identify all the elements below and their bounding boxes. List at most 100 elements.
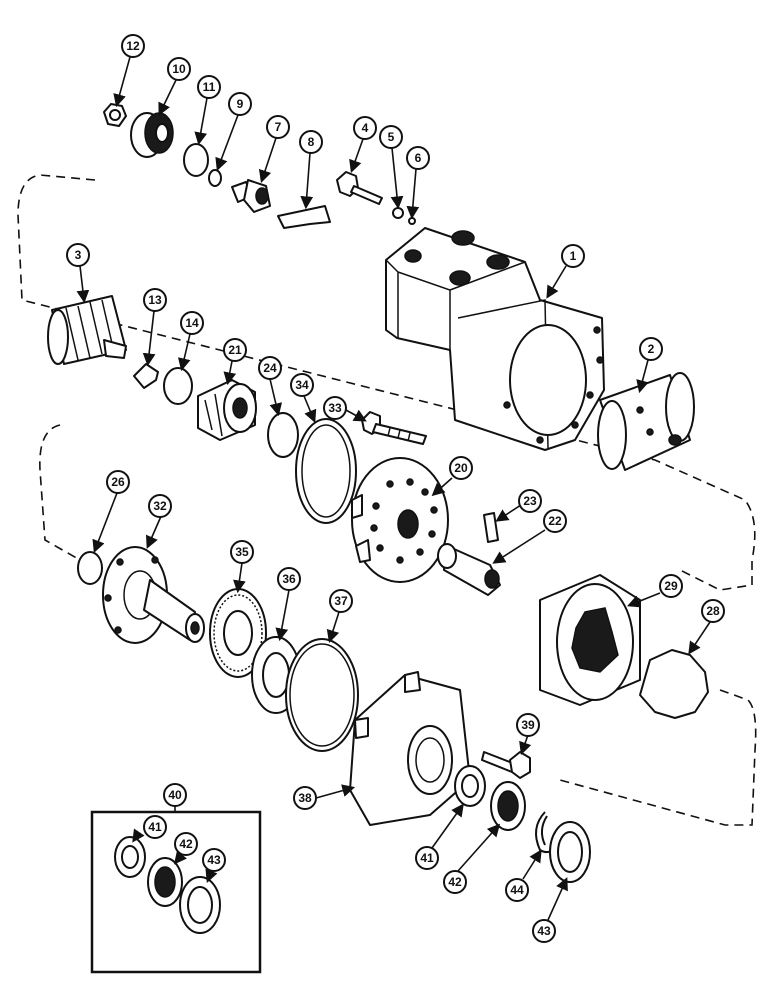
svg-text:7: 7 [275, 120, 282, 134]
part-20-port-plate [351, 457, 449, 583]
svg-text:41: 41 [420, 851, 434, 865]
svg-text:21: 21 [228, 343, 242, 357]
callout-33: 33 [323, 396, 347, 420]
svg-text:43: 43 [207, 853, 221, 867]
callout-35: 35 [230, 540, 254, 564]
part-29-gerotor-ring [539, 574, 641, 706]
part-42-inner [497, 790, 519, 822]
part-24-ring [267, 412, 299, 458]
callout-29: 29 [659, 574, 683, 598]
svg-text:23: 23 [523, 494, 537, 508]
callout-32: 32 [148, 494, 172, 518]
callout-40: 40 [163, 783, 187, 807]
part-41-inner [461, 774, 479, 798]
callout-2: 2 [639, 337, 663, 361]
callout-23: 23 [518, 489, 542, 513]
svg-text:24: 24 [263, 361, 277, 375]
svg-text:22: 22 [548, 514, 562, 528]
lower-group-dashed-outline [39, 424, 757, 826]
part-26-ring [77, 551, 103, 585]
svg-text:11: 11 [203, 80, 216, 94]
callout-39: 39 [516, 713, 540, 737]
svg-text:3: 3 [75, 248, 82, 262]
part-5-ball [392, 207, 404, 219]
part-4-check-fitting [336, 171, 383, 205]
kit-part-41-inner [121, 845, 139, 869]
svg-text:44: 44 [510, 883, 524, 897]
svg-text:43: 43 [537, 924, 551, 938]
svg-text:9: 9 [237, 97, 244, 111]
callout-20: 20 [449, 456, 473, 480]
callout-6: 6 [406, 146, 430, 170]
callout-12: 12 [121, 34, 145, 58]
part-14-ring [163, 367, 193, 405]
part-22-drive-link [437, 543, 501, 596]
svg-text:4: 4 [362, 121, 369, 135]
callout-4: 4 [353, 116, 377, 140]
svg-text:1: 1 [570, 249, 577, 263]
callout-28: 28 [701, 599, 725, 623]
svg-text:40: 40 [168, 788, 182, 802]
callout-44: 44 [505, 878, 529, 902]
svg-text:34: 34 [295, 378, 309, 392]
svg-text:36: 36 [282, 572, 296, 586]
svg-text:26: 26 [111, 475, 125, 489]
callout-36: 36 [277, 567, 301, 591]
svg-text:32: 32 [153, 499, 167, 513]
callout-42: 42 [443, 870, 467, 894]
callout-8: 8 [299, 130, 323, 154]
svg-text:12: 12 [126, 39, 140, 53]
part-32-shaft [102, 546, 205, 644]
part-37-o-ring [285, 638, 359, 752]
svg-text:39: 39 [521, 718, 535, 732]
callout-3: 3 [66, 243, 90, 267]
callout-5: 5 [379, 125, 403, 149]
part-38-end-cap [349, 671, 471, 826]
part-13-pin [133, 363, 159, 389]
callout-22: 22 [543, 509, 567, 533]
svg-text:28: 28 [706, 604, 720, 618]
part-39-bolt [481, 751, 531, 779]
kit-40-box [90, 810, 262, 974]
callout-10: 10 [167, 57, 191, 81]
part-1-housing [385, 227, 605, 451]
svg-text:6: 6 [415, 151, 422, 165]
callout-kit-42: 42 [174, 832, 198, 856]
kit-part-43-inner [187, 886, 213, 924]
callout-7: 7 [266, 115, 290, 139]
svg-text:33: 33 [328, 401, 342, 415]
kit-part-42-inner [154, 866, 176, 898]
part-8-plate [277, 205, 331, 229]
upper-group-dashed-outline [17, 174, 756, 591]
part-12-nut [103, 103, 127, 127]
svg-text:13: 13 [148, 293, 162, 307]
part-21-cartridge [197, 379, 257, 441]
callout-1: 1 [561, 244, 585, 268]
svg-text:5: 5 [388, 130, 395, 144]
part-43-inner [557, 831, 583, 873]
svg-text:35: 35 [235, 545, 249, 559]
part-2-sleeve [597, 372, 695, 471]
callout-34: 34 [290, 373, 314, 397]
svg-text:38: 38 [298, 791, 312, 805]
part-28-gerotor-rotor [639, 649, 709, 719]
callout-38: 38 [293, 786, 317, 810]
part-34-seal-ring [295, 418, 357, 524]
svg-text:14: 14 [185, 316, 199, 330]
callout-37: 37 [329, 589, 353, 613]
svg-text:41: 41 [148, 820, 162, 834]
svg-text:29: 29 [664, 579, 678, 593]
callout-24: 24 [258, 356, 282, 380]
part-23-pin [483, 512, 499, 543]
callout-kit-43: 43 [202, 848, 226, 872]
callout-43: 43 [532, 919, 556, 943]
leader-lines [76, 56, 711, 921]
svg-text:2: 2 [648, 342, 655, 356]
part-7-relief-valve [231, 179, 271, 213]
svg-text:10: 10 [172, 62, 186, 76]
svg-text:8: 8 [308, 135, 315, 149]
part-3-spool [47, 295, 127, 365]
svg-text:42: 42 [179, 837, 193, 851]
svg-text:20: 20 [454, 461, 468, 475]
